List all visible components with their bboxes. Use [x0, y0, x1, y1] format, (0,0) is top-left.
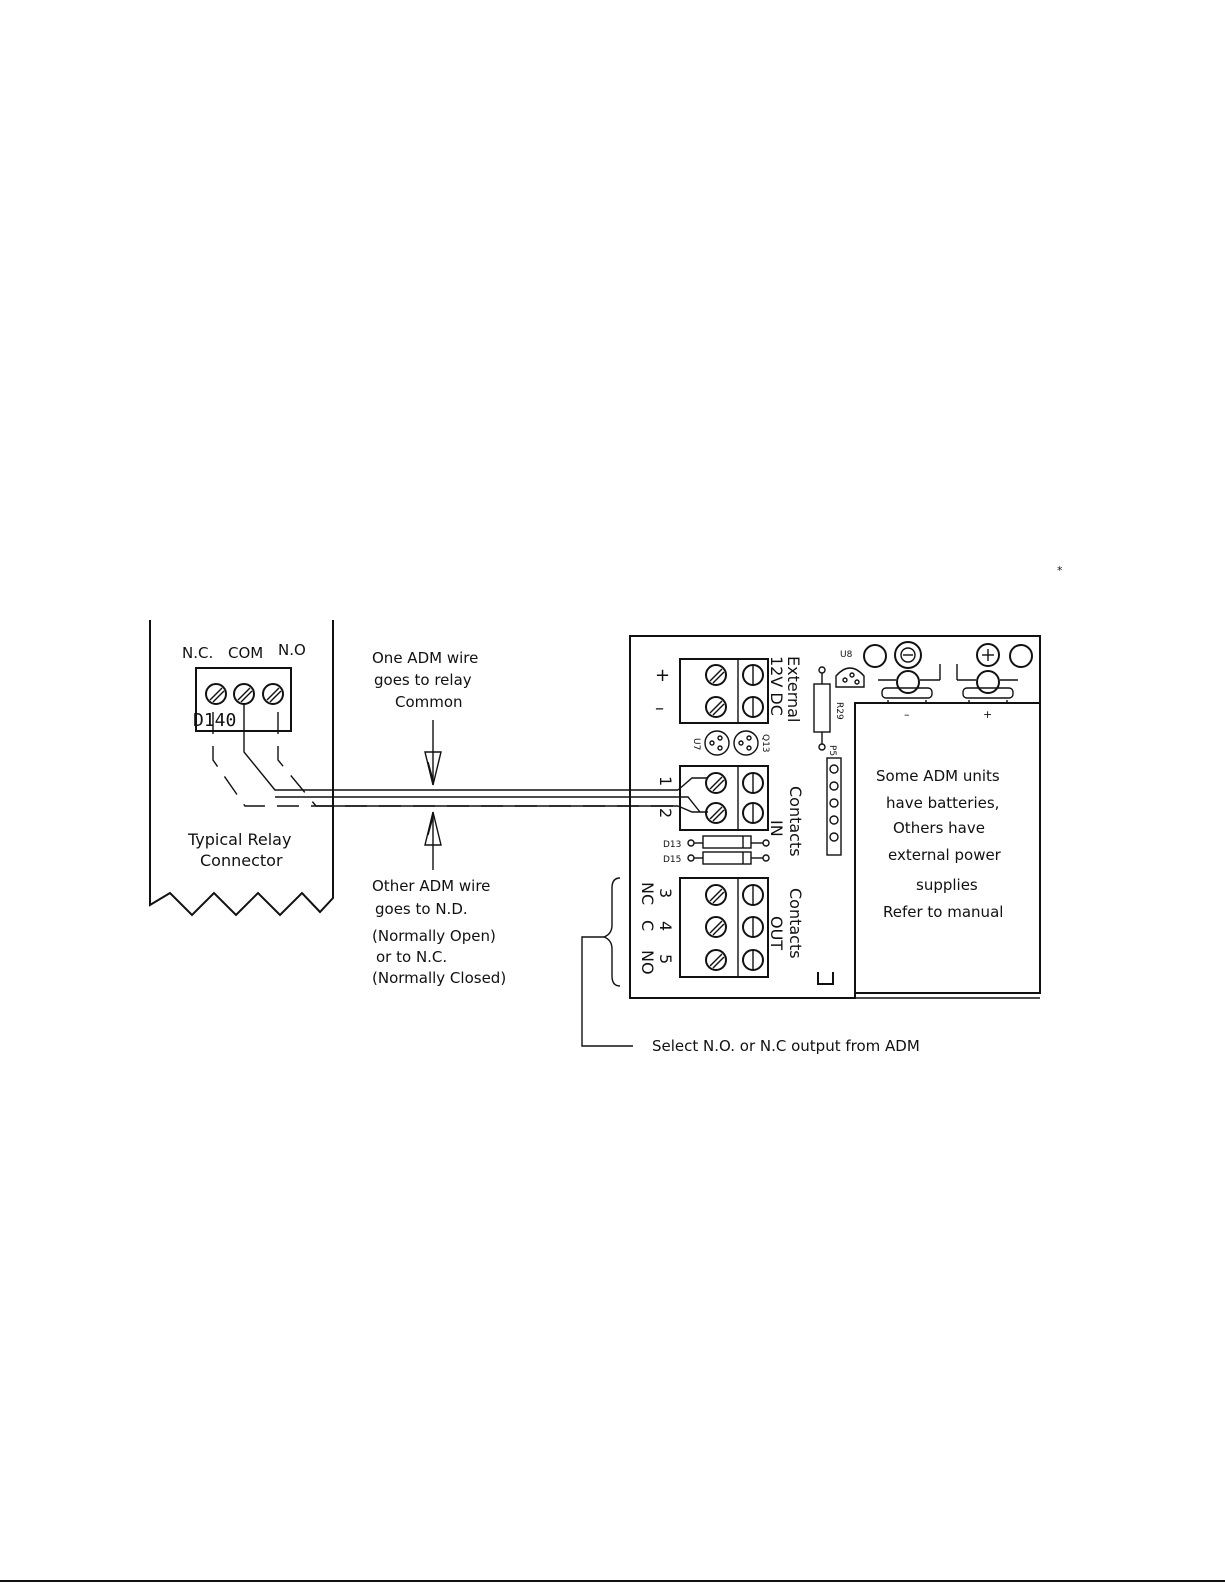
plus-label: + — [655, 665, 670, 686]
nc-pin-label: NC — [638, 882, 657, 905]
pin3-label: 3 — [656, 888, 675, 898]
asterisk-mark: * — [1057, 564, 1063, 577]
battery-compartment: – + Some ADM units have batteries, Other… — [854, 641, 1041, 994]
battery-note-line5: supplies — [916, 876, 978, 894]
other-wire-line3: (Normally Open) — [372, 927, 496, 945]
u7-component: U7 — [691, 730, 730, 756]
c-pin-label: C — [638, 920, 657, 931]
arrow-other-wire — [424, 811, 442, 870]
relay-com-label: COM — [228, 644, 263, 662]
wires — [212, 704, 708, 813]
battery-note-line3: Others have — [893, 819, 985, 837]
r29-label: R29 — [834, 702, 844, 720]
u7-label: U7 — [691, 738, 701, 750]
other-wire-line5: (Normally Closed) — [372, 969, 506, 987]
select-output-label: Select N.O. or N.C output from ADM — [652, 1037, 920, 1055]
u8-component: U8 — [835, 650, 865, 688]
u8-label: U8 — [840, 650, 853, 660]
relay-ref-label: D140 — [193, 710, 236, 731]
relay-screw-no — [262, 683, 284, 705]
one-wire-line2: goes to relay — [374, 671, 472, 689]
minus-label: – — [655, 698, 664, 719]
pin2-label: 2 — [656, 808, 675, 818]
dc-label: 12V DC — [767, 656, 786, 716]
contacts-out-terminal: 3 4 5 NC C NO — [638, 877, 769, 978]
battery-note-line1: Some ADM units — [876, 767, 1000, 785]
adm-board: + – External 12V DC U7 Q13 1 2 — [629, 635, 1041, 999]
relay-connector: N.C. COM N.O D140 Typical Relay Connecto… — [149, 620, 334, 917]
battery-minus-label: – — [904, 708, 910, 721]
diodes: D13 D15 — [663, 835, 770, 865]
external-power-terminal: + – — [655, 658, 769, 724]
output-brace: Select N.O. or N.C output from ADM — [581, 877, 920, 1055]
relay-caption-line1: Typical Relay — [187, 830, 291, 849]
battery-note-line2: have batteries, — [886, 794, 999, 812]
no-pin-label: NO — [638, 950, 657, 975]
external-label: External — [784, 656, 803, 722]
out-label: OUT — [767, 916, 786, 950]
r29-resistor: R29 — [813, 666, 844, 751]
other-wire-line4: or to N.C. — [376, 948, 447, 966]
pin4-label: 4 — [656, 921, 675, 931]
q13-label: Q13 — [760, 734, 770, 753]
annotation-one-wire: One ADM wire goes to relay Common — [372, 649, 478, 711]
battery-note-line4: external power — [888, 846, 1002, 864]
contacts-in-label: Contacts — [786, 786, 805, 857]
battery-plus-label: + — [983, 708, 992, 721]
p5-header: P5 — [826, 745, 842, 856]
board-corner-mark — [817, 972, 834, 985]
contacts-in-terminal: 1 2 — [656, 765, 769, 831]
pin1-label: 1 — [656, 776, 675, 786]
q13-component: Q13 — [733, 730, 770, 756]
pin5-label: 5 — [656, 954, 675, 964]
one-wire-line1: One ADM wire — [372, 649, 478, 667]
other-wire-line1: Other ADM wire — [372, 877, 490, 895]
p5-label: P5 — [827, 745, 837, 756]
annotation-other-wire: Other ADM wire goes to N.D. (Normally Op… — [372, 877, 506, 987]
d13-label: D13 — [663, 840, 681, 850]
other-wire-line2: goes to N.D. — [375, 900, 468, 918]
relay-no-label: N.O — [278, 641, 306, 659]
relay-caption-line2: Connector — [200, 851, 283, 870]
in-label: IN — [767, 820, 786, 837]
one-wire-line3: Common — [395, 693, 463, 711]
relay-nc-label: N.C. — [182, 644, 213, 662]
battery-note-line6: Refer to manual — [883, 903, 1003, 921]
relay-screw-com — [233, 683, 255, 705]
relay-screw-nc — [205, 683, 227, 705]
d15-label: D15 — [663, 855, 681, 865]
arrow-one-wire — [424, 720, 442, 786]
contacts-out-label: Contacts — [786, 888, 805, 959]
